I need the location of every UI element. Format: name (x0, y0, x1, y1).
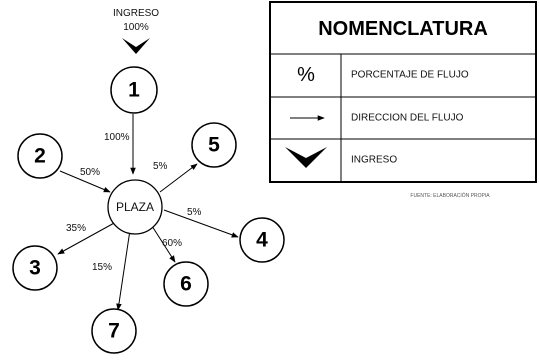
node-2: 2 (17, 133, 63, 179)
flow-line-2-plaza (59, 170, 111, 193)
node-7-label: 7 (108, 320, 120, 343)
plaza-node: PLAZA (107, 179, 163, 235)
legend-row-ingreso-label: INGRESO (351, 155, 397, 166)
node-1: 1 (110, 66, 158, 114)
flow-line-plaza-4 (163, 209, 239, 238)
ingreso-chevron-icon (122, 38, 150, 54)
node-6: 6 (163, 261, 209, 307)
node-6-label: 6 (180, 273, 192, 296)
legend-row-direction-label: DIRECCION DEL FLUJO (351, 113, 464, 124)
flow-percent-1: 100% (104, 132, 130, 143)
node-4-label: 4 (256, 229, 268, 252)
flow-line-plaza-5 (159, 163, 198, 193)
node-4: 4 (239, 217, 285, 263)
flow-percent-2: 50% (80, 167, 100, 178)
flow-percent-4: 5% (187, 207, 202, 218)
entrance-label: INGRESO (113, 8, 159, 19)
node-5-label: 5 (208, 134, 220, 157)
legend-row-percent-label: PORCENTAJE DE FLUJO (351, 70, 469, 81)
flow-line-plaza-6 (151, 225, 176, 263)
node-2-label: 2 (34, 145, 46, 168)
legend-ingreso-chevron-icon (285, 147, 327, 168)
node-1-label: 1 (128, 79, 140, 102)
flow-percent-3: 35% (66, 223, 86, 234)
flow-line-plaza-3 (57, 221, 117, 255)
node-3-label: 3 (29, 257, 41, 280)
source-note: FUENTE: ELABORACIÓN PROPIA (410, 192, 490, 199)
entrance-percent: 100% (123, 22, 149, 33)
plaza-label: PLAZA (116, 200, 154, 214)
flow-line-plaza-7 (116, 229, 131, 311)
flow-percent-5: 5% (153, 161, 168, 172)
node-3: 3 (12, 245, 58, 291)
legend-percent-symbol: % (297, 64, 315, 86)
legend-title: NOMENCLATURA (318, 18, 488, 40)
legend: NOMENCLATURA % PORCENTAJE DE FLUJO DIREC… (269, 1, 537, 183)
flow-percent-6: 60% (162, 238, 182, 249)
node-7: 7 (91, 308, 137, 354)
flow-percent-7: 15% (92, 262, 112, 273)
node-5: 5 (191, 122, 237, 168)
